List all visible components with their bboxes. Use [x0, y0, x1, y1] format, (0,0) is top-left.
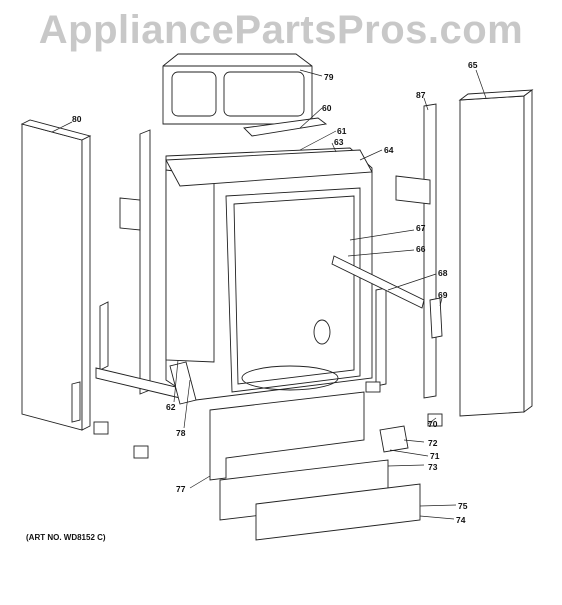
callout-78: 78 [176, 428, 186, 438]
callout-66: 66 [416, 244, 426, 254]
door-strut [331, 255, 425, 309]
callout-80: 80 [72, 114, 82, 124]
top-panel [162, 53, 313, 125]
callout-67: 67 [416, 223, 426, 233]
callout-65: 65 [468, 60, 478, 70]
junction-box [379, 425, 409, 453]
callout-labels: 79 60 61 63 64 65 87 80 67 66 68 69 62 7… [72, 60, 478, 525]
watermark-logo: AppliancePartsPros.com [38, 8, 524, 52]
front-bracket [209, 391, 365, 481]
top-bracket [243, 117, 328, 137]
callout-64: 64 [384, 145, 394, 155]
door-hinge [429, 297, 443, 339]
callout-72: 72 [428, 438, 438, 448]
leveling-legs [93, 381, 443, 459]
callout-69: 69 [438, 290, 448, 300]
right-side-panel [458, 89, 534, 417]
callout-61: 61 [337, 126, 347, 136]
left-side-panel [20, 119, 92, 431]
callout-73: 73 [428, 462, 438, 472]
callout-63: 63 [334, 137, 344, 147]
callout-62: 62 [166, 402, 176, 412]
callout-79: 79 [324, 72, 334, 82]
callout-70: 70 [428, 419, 438, 429]
left-frame [71, 129, 181, 423]
callout-74: 74 [456, 515, 466, 525]
callout-68: 68 [438, 268, 448, 278]
callout-77: 77 [176, 484, 186, 494]
tub-assembly [165, 147, 373, 405]
callout-60: 60 [322, 103, 332, 113]
art-number: (ART NO. WD8152 C) [26, 533, 106, 542]
leader-lines [51, 69, 487, 520]
kick-plate [255, 483, 421, 541]
callout-87: 87 [416, 90, 426, 100]
callout-71: 71 [430, 451, 440, 461]
callout-75: 75 [458, 501, 468, 511]
